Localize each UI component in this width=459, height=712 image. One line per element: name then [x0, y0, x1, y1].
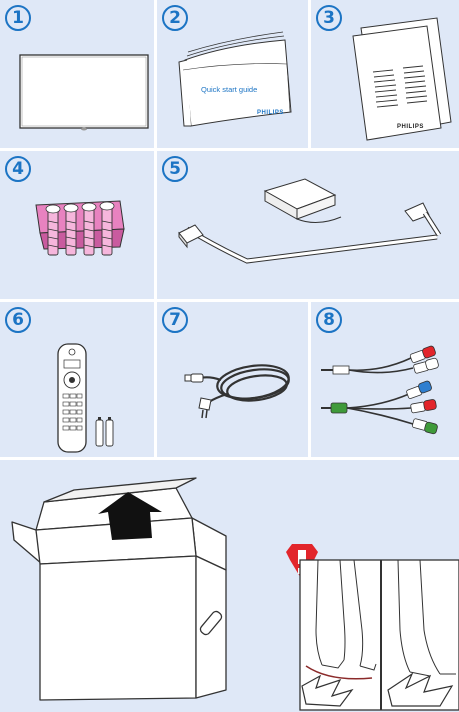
screws-illustration — [0, 151, 154, 299]
tv-illustration — [0, 0, 154, 148]
unpacking-illustration — [0, 460, 459, 712]
item-panel-5: 5 — [157, 151, 459, 299]
item-panel-8: 8 — [311, 302, 459, 457]
power-cord-illustration — [157, 302, 308, 457]
quick-start-guide-illustration — [157, 0, 308, 148]
remote-and-batteries-illustration — [0, 302, 154, 457]
leaflet-illustration — [311, 0, 459, 148]
item-panel-2: 2 Quick start guide PHILIPS — [157, 0, 308, 148]
booklet-brand-logo: PHILIPS — [257, 110, 284, 116]
item-panel-6: 6 — [0, 302, 154, 457]
item-panel-3: 3 PHILIPS — [311, 0, 459, 148]
item-panel-1: 1 — [0, 0, 154, 148]
tv-stand-illustration — [157, 151, 459, 299]
item-panel-7: 7 — [157, 302, 308, 457]
av-cables-illustration — [311, 302, 459, 457]
item-panel-4: 4 — [0, 151, 154, 299]
unpacking-panel — [0, 460, 459, 712]
booklet-title: Quick start guide — [201, 85, 257, 94]
leaflet-brand-logo: PHILIPS — [397, 124, 424, 130]
